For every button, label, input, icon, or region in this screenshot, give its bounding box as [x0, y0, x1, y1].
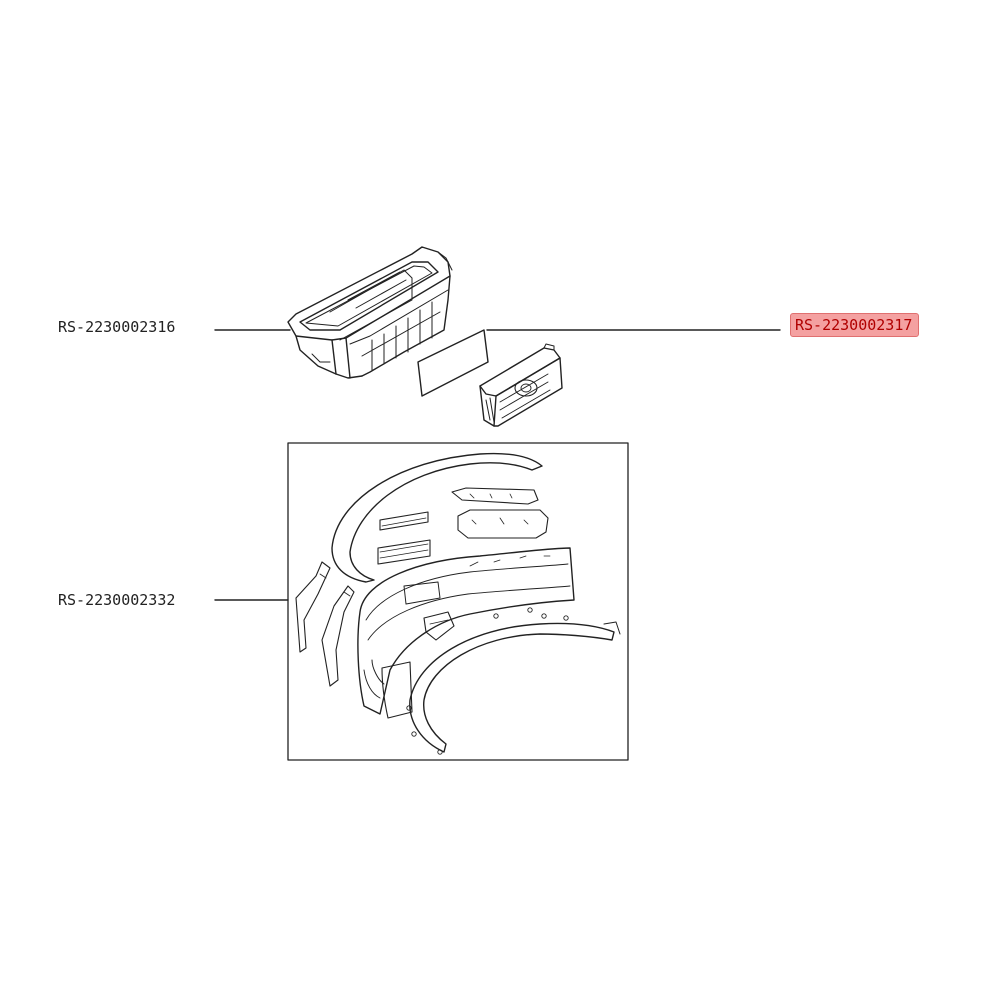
part-label-dust-bin[interactable]: RS-2230002316 [58, 318, 176, 336]
filter-sheet-drawing[interactable] [417, 329, 489, 397]
bumper-kit-box [287, 442, 629, 761]
dust-bin-drawing[interactable] [287, 246, 453, 379]
leader-lines [214, 329, 781, 601]
bumper-kit-drawing[interactable] [295, 452, 621, 755]
filter-cartridge-drawing[interactable] [479, 343, 563, 427]
part-label-filter-highlighted[interactable]: RS-2230002317 [790, 313, 920, 337]
part-label-bumper-kit[interactable]: RS-2230002332 [58, 591, 176, 609]
